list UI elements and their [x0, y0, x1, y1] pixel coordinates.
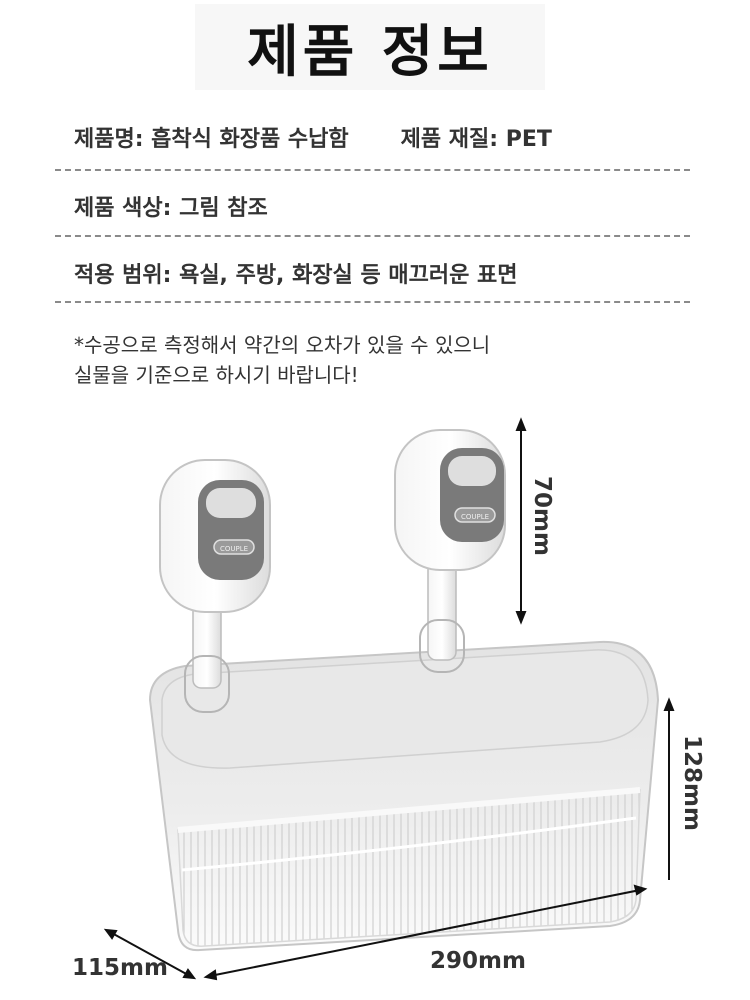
box-height-label: 128mm	[679, 735, 705, 831]
product-illustration: COUPLE COUPLE	[103, 417, 675, 981]
divider	[55, 235, 690, 237]
hook-height-label: 70mm	[529, 476, 555, 556]
width-label: 290mm	[430, 948, 526, 974]
storage-box	[148, 640, 660, 952]
material-spec: 제품 재질: PET	[400, 127, 552, 152]
divider	[55, 301, 690, 303]
page-title: 제품 정보	[247, 19, 493, 85]
dimension-lines	[103, 417, 675, 981]
hook-badge-left: COUPLE	[220, 545, 248, 553]
spec-row-1: 제품명: 흡착식 화장품 수납함 제품 재질: PET	[74, 121, 552, 153]
suction-hook-left: COUPLE	[159, 459, 271, 713]
usage-spec: 적용 범위: 욕실, 주방, 화장실 등 매끄러운 표면	[74, 263, 518, 288]
product-name-spec: 제품명: 흡착식 화장품 수납함	[74, 127, 349, 152]
suction-hook-right: COUPLE	[394, 429, 506, 673]
depth-label: 115mm	[72, 955, 168, 981]
divider	[55, 169, 690, 171]
color-spec: 제품 색상: 그림 참조	[74, 196, 268, 221]
hook-badge-right: COUPLE	[461, 513, 489, 521]
measurement-note-line2: 실물을 기준으로 하시기 바랍니다!	[74, 363, 359, 387]
measurement-note-line1: *수공으로 측정해서 약간의 오차가 있을 수 있으니	[74, 333, 491, 357]
title-banner: 제품 정보	[195, 4, 545, 90]
